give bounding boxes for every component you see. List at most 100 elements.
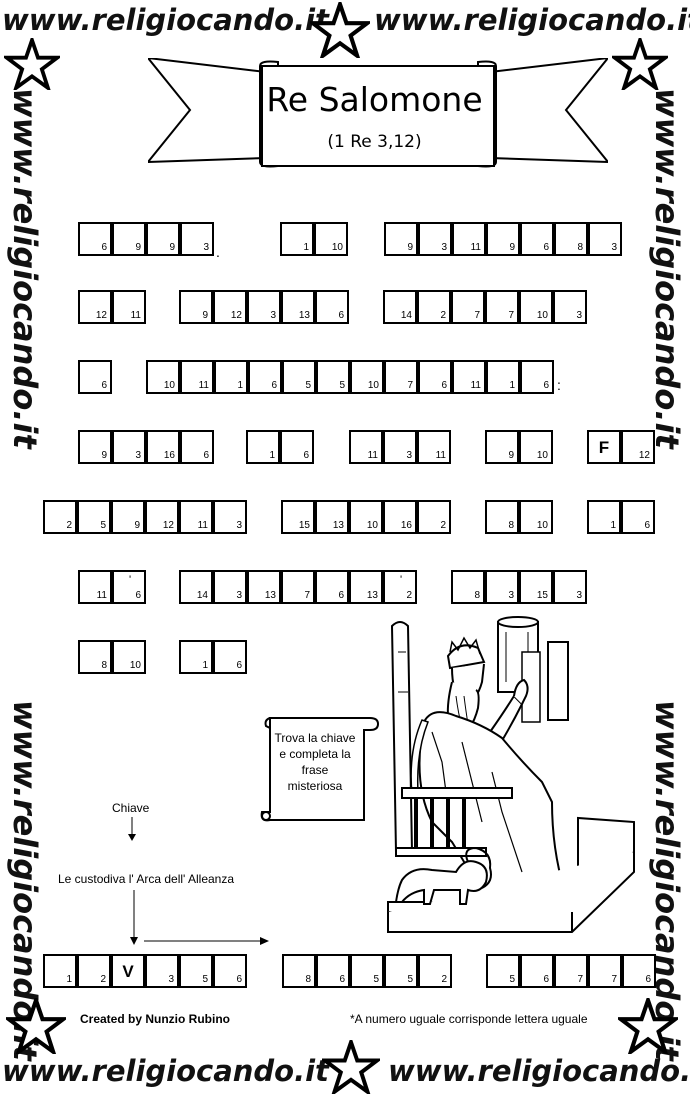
key-cell[interactable]: 6 <box>622 954 656 988</box>
letter-cell[interactable]: 7 <box>281 570 315 604</box>
key-cell[interactable]: 6 <box>213 954 247 988</box>
letter-cell[interactable]: 3 <box>213 500 247 534</box>
key-cell[interactable]: 2 <box>418 954 452 988</box>
letter-cell[interactable]: 15 <box>519 570 553 604</box>
letter-cell[interactable]: 13 <box>349 570 383 604</box>
letter-cell[interactable]: 10 <box>112 640 146 674</box>
key-cell[interactable]: 5 <box>350 954 384 988</box>
letter-cell[interactable]: 8 <box>554 222 588 256</box>
key-cell[interactable]: 7 <box>588 954 622 988</box>
letter-cell[interactable]: 3 <box>247 290 281 324</box>
letter-cell[interactable]: 5 <box>77 500 111 534</box>
letter-cell[interactable]: 9 <box>146 222 180 256</box>
key-cell[interactable]: 5 <box>384 954 418 988</box>
letter-cell[interactable]: 6 <box>315 570 349 604</box>
letter-cell[interactable]: 11 <box>179 500 213 534</box>
letter-cell[interactable]: 7 <box>384 360 418 394</box>
letter-cell[interactable]: 3 <box>383 430 417 464</box>
letter-cell[interactable]: 6' <box>112 570 146 604</box>
key-cell[interactable]: V <box>111 954 145 988</box>
letter-cell[interactable]: 14 <box>179 570 213 604</box>
letter-cell[interactable]: 6 <box>180 430 214 464</box>
key-cell[interactable]: 3 <box>145 954 179 988</box>
letter-cell[interactable]: 10 <box>350 360 384 394</box>
letter-cell[interactable]: 10 <box>314 222 348 256</box>
letter-cell[interactable]: 5 <box>282 360 316 394</box>
letter-cell[interactable]: 13 <box>281 290 315 324</box>
letter-cell[interactable]: 11 <box>112 290 146 324</box>
letter-cell[interactable]: 3 <box>588 222 622 256</box>
letter-cell[interactable]: 1 <box>179 640 213 674</box>
letter-cell[interactable]: 2' <box>383 570 417 604</box>
letter-cell[interactable]: 2 <box>417 500 451 534</box>
letter-cell[interactable]: 6 <box>248 360 282 394</box>
letter-cell[interactable]: 10 <box>519 500 553 534</box>
letter-cell[interactable]: 10 <box>146 360 180 394</box>
letter-cell[interactable]: 1 <box>246 430 280 464</box>
letter-cell[interactable]: 1 <box>280 222 314 256</box>
letter-cell[interactable]: 3 <box>418 222 452 256</box>
letter-cell[interactable]: 12 <box>145 500 179 534</box>
letter-cell[interactable]: 11 <box>78 570 112 604</box>
letter-cell[interactable]: 11 <box>417 430 451 464</box>
letter-cell[interactable]: 11 <box>452 222 486 256</box>
letter-cell[interactable]: 13 <box>247 570 281 604</box>
letter-cell[interactable]: 8 <box>485 500 519 534</box>
letter-cell[interactable]: 8 <box>451 570 485 604</box>
letter-cell[interactable]: F <box>587 430 621 464</box>
letter-cell[interactable]: 14 <box>383 290 417 324</box>
letter-cell[interactable]: 9 <box>179 290 213 324</box>
letter-cell[interactable]: 16 <box>383 500 417 534</box>
letter-cell[interactable]: 13 <box>315 500 349 534</box>
letter-cell[interactable]: 2 <box>417 290 451 324</box>
letter-cell[interactable]: 3 <box>553 570 587 604</box>
key-cell[interactable]: 6 <box>520 954 554 988</box>
letter-cell[interactable]: 11 <box>180 360 214 394</box>
key-cell[interactable]: 5 <box>179 954 213 988</box>
letter-cell[interactable]: 6 <box>418 360 452 394</box>
letter-cell[interactable]: 3 <box>180 222 214 256</box>
letter-cell[interactable]: 3 <box>553 290 587 324</box>
letter-cell[interactable]: 9 <box>78 430 112 464</box>
letter-cell[interactable]: 10 <box>519 290 553 324</box>
letter-cell[interactable]: 12 <box>621 430 655 464</box>
letter-cell[interactable]: 16 <box>146 430 180 464</box>
letter-cell[interactable]: 9 <box>485 430 519 464</box>
key-cell[interactable]: 2 <box>77 954 111 988</box>
key-cell[interactable]: 6 <box>316 954 350 988</box>
letter-cell[interactable]: 1 <box>486 360 520 394</box>
key-cell[interactable]: 8 <box>282 954 316 988</box>
letter-cell[interactable]: 3 <box>485 570 519 604</box>
letter-cell[interactable]: 9 <box>111 500 145 534</box>
letter-cell[interactable]: 2 <box>43 500 77 534</box>
letter-cell[interactable]: 6 <box>621 500 655 534</box>
letter-cell[interactable]: 15 <box>281 500 315 534</box>
letter-cell[interactable]: 5 <box>316 360 350 394</box>
letter-cell[interactable]: 7 <box>451 290 485 324</box>
letter-cell[interactable]: 6 <box>520 360 554 394</box>
letter-cell[interactable]: 11 <box>452 360 486 394</box>
letter-cell[interactable]: 7 <box>485 290 519 324</box>
letter-cell[interactable]: 6 <box>280 430 314 464</box>
letter-cell[interactable]: 3 <box>213 570 247 604</box>
letter-cell[interactable]: 12 <box>78 290 112 324</box>
letter-cell[interactable]: 1 <box>214 360 248 394</box>
letter-cell[interactable]: 3 <box>112 430 146 464</box>
letter-cell[interactable]: 9 <box>384 222 418 256</box>
letter-cell[interactable]: 6 <box>78 222 112 256</box>
letter-cell[interactable]: 9 <box>112 222 146 256</box>
key-cell[interactable]: 1 <box>43 954 77 988</box>
letter-cell[interactable]: 11 <box>349 430 383 464</box>
letter-cell[interactable]: 6 <box>213 640 247 674</box>
letter-cell[interactable]: 6 <box>520 222 554 256</box>
letter-cell[interactable]: 6 <box>78 360 112 394</box>
letter-cell[interactable]: 10 <box>519 430 553 464</box>
key-cell[interactable]: 5 <box>486 954 520 988</box>
letter-cell[interactable]: 9 <box>486 222 520 256</box>
letter-cell[interactable]: 12 <box>213 290 247 324</box>
letter-cell[interactable]: 8 <box>78 640 112 674</box>
letter-cell[interactable]: 1 <box>587 500 621 534</box>
key-cell[interactable]: 7 <box>554 954 588 988</box>
letter-cell[interactable]: 10 <box>349 500 383 534</box>
letter-cell[interactable]: 6 <box>315 290 349 324</box>
